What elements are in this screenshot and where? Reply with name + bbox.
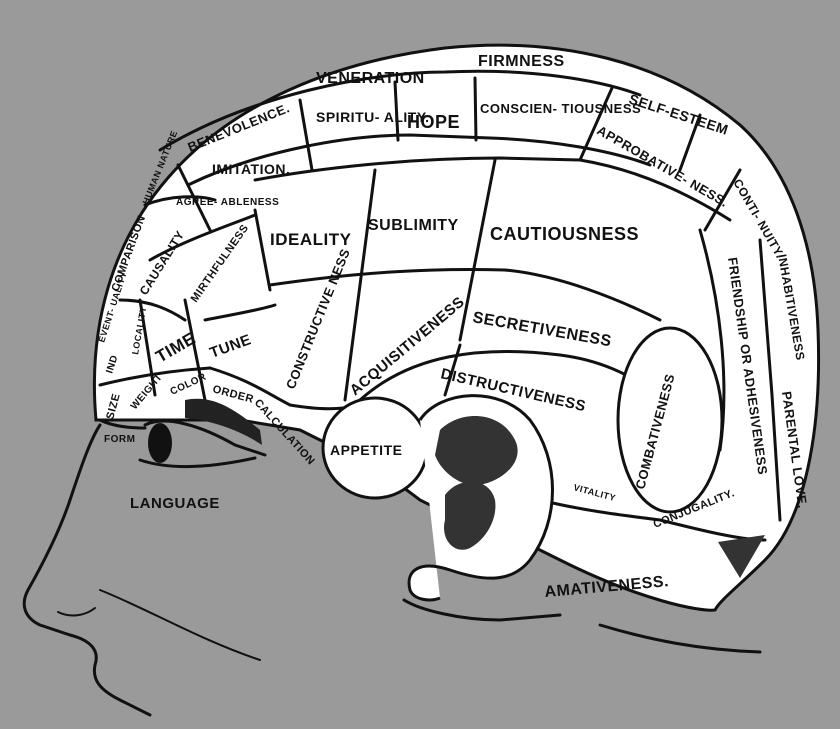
region-dividers xyxy=(98,69,782,542)
label-language: LANGUAGE xyxy=(130,495,220,512)
label-form: FORM xyxy=(104,434,135,445)
label-agreeableness: AGREE- ABLENESS xyxy=(176,197,279,208)
ear xyxy=(407,394,554,602)
eyebrow xyxy=(185,398,262,445)
nostril xyxy=(57,607,96,617)
neck-front xyxy=(99,589,261,661)
combativeness-oval xyxy=(616,326,724,514)
eye xyxy=(138,398,267,469)
label-cautiousness: CAUTIOUSNESS xyxy=(490,224,639,244)
neck-back xyxy=(598,623,762,654)
shaded-corner xyxy=(718,535,765,578)
earlobe-shading xyxy=(444,481,496,550)
label-conscientiousness: CONSCIEN- TIOUSNESS xyxy=(480,101,641,116)
label-imitation: IMITATION. xyxy=(212,161,290,177)
iris xyxy=(148,423,172,463)
label-hope: HOPE xyxy=(407,112,460,132)
label-sublimity: SUBLIMITY xyxy=(368,217,459,234)
label-ideality: IDEALITY xyxy=(270,230,352,249)
label-veneration: VENERATION xyxy=(316,70,425,87)
label-spirituality: SPIRITU- ALITY. xyxy=(316,109,430,125)
face-profile xyxy=(22,423,152,717)
label-appetite: APPETITE xyxy=(330,442,402,458)
ear-shading xyxy=(435,416,518,486)
jaw-line xyxy=(402,598,562,622)
label-firmness: FIRMNESS xyxy=(478,53,565,70)
